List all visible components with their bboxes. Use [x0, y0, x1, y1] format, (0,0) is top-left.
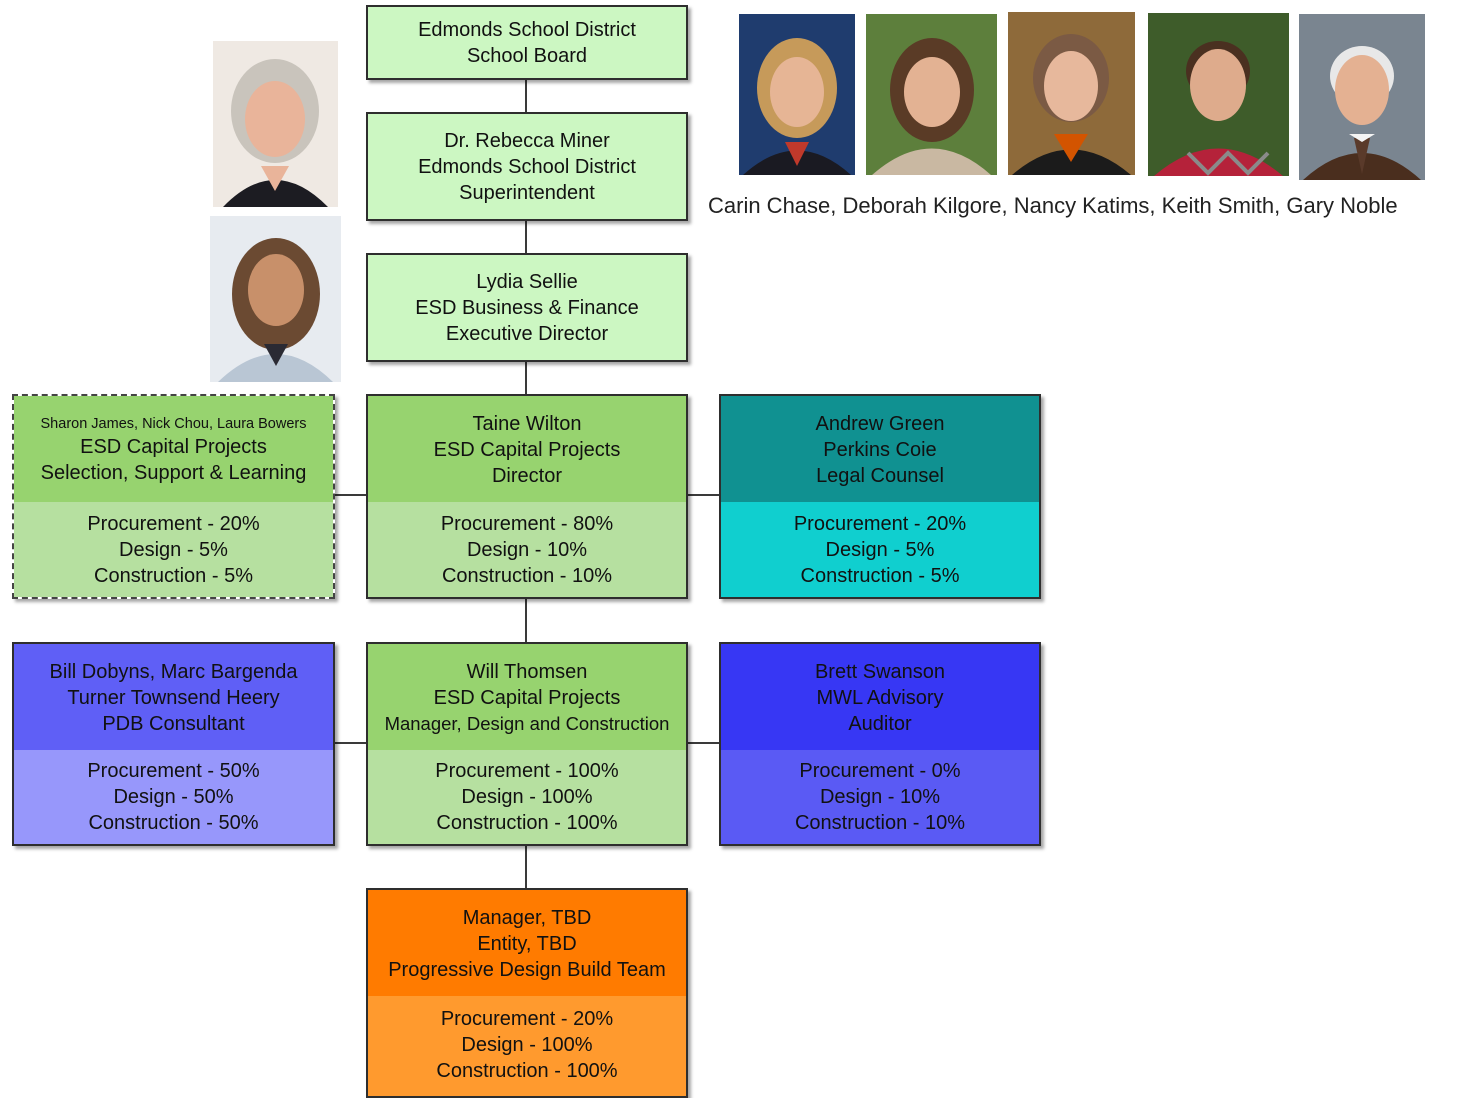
selection-team-box: Sharon James, Nick Chou, Laura Bowers ES… [12, 394, 335, 599]
auditor-allocation: Procurement - 0% Design - 10% Constructi… [721, 750, 1039, 844]
auditor-title: Auditor [848, 713, 912, 735]
director-procurement: Procurement - 80% [440, 512, 614, 535]
superintendent-photo [213, 41, 338, 207]
legal-counsel-allocation: Procurement - 20% Design - 5% Constructi… [721, 502, 1039, 597]
finance-director-org: ESD Business & Finance [415, 296, 639, 319]
manager-title: Manager, Design and Construction [384, 713, 670, 734]
manager-org: ESD Capital Projects [433, 687, 621, 709]
selection-team-header: Sharon James, Nick Chou, Laura Bowers ES… [14, 396, 333, 502]
legal-counsel-org: Perkins Coie [823, 439, 937, 461]
connector-director-manager [525, 597, 527, 643]
superintendent-box: Dr. Rebecca Miner Edmonds School Distric… [366, 112, 688, 221]
manager-design: Design - 100% [461, 786, 593, 808]
pdb-consultant-design: Design - 50% [113, 786, 234, 808]
legal-counsel-name: Andrew Green [815, 413, 945, 435]
pdb-team-construction: Construction - 100% [436, 1060, 618, 1082]
pdb-team-box: Manager, TBD Entity, TBD Progressive Des… [366, 888, 688, 1098]
pdb-consultant-names: Bill Dobyns, Marc Bargenda [49, 661, 298, 683]
auditor-procurement: Procurement - 0% [799, 760, 961, 782]
finance-director-box: Lydia Sellie ESD Business & Finance Exec… [366, 253, 688, 362]
selection-team-title: Selection, Support & Learning [40, 462, 307, 484]
manager-construction: Construction - 100% [436, 812, 618, 834]
pdb-consultant-construction: Construction - 50% [88, 812, 259, 834]
manager-box: Will Thomsen ESD Capital Projects Manage… [366, 642, 688, 846]
board-member-photo-2 [866, 14, 997, 175]
director-header: Taine Wilton ESD Capital Projects Direct… [368, 396, 686, 502]
pdb-team-header: Manager, TBD Entity, TBD Progressive Des… [368, 890, 686, 996]
board-member-photo-5 [1299, 14, 1425, 180]
manager-procurement: Procurement - 100% [435, 760, 619, 782]
auditor-design: Design - 10% [819, 786, 941, 808]
pdb-consultant-procurement: Procurement - 50% [87, 760, 260, 782]
manager-allocation: Procurement - 100% Design - 100% Constru… [368, 750, 686, 844]
connector-manager-pdb-team [525, 844, 527, 890]
board-member-photo-3 [1008, 12, 1135, 175]
director-title: Director [491, 465, 562, 487]
legal-counsel-title: Legal Counsel [816, 465, 944, 487]
legal-counsel-procurement: Procurement - 20% [793, 512, 967, 535]
legal-counsel-box: Andrew Green Perkins Coie Legal Counsel … [719, 394, 1041, 599]
auditor-construction: Construction - 10% [794, 812, 966, 834]
board-member-photo-1 [739, 14, 855, 175]
finance-director-name: Lydia Sellie [476, 270, 578, 293]
pdb-consultant-box: Bill Dobyns, Marc Bargenda Turner Townse… [12, 642, 335, 846]
director-org: ESD Capital Projects [433, 439, 621, 461]
auditor-header: Brett Swanson MWL Advisory Auditor [721, 644, 1039, 750]
pdb-team-allocation: Procurement - 20% Design - 100% Construc… [368, 996, 686, 1096]
connector-board-superintendent [525, 80, 527, 114]
manager-name: Will Thomsen [466, 661, 588, 683]
selection-team-procurement: Procurement - 20% [87, 512, 260, 535]
director-box: Taine Wilton ESD Capital Projects Direct… [366, 394, 688, 599]
pdb-consultant-org: Turner Townsend Heery [67, 687, 280, 709]
school-board-line2: School Board [466, 44, 588, 67]
legal-counsel-construction: Construction - 5% [800, 564, 960, 587]
auditor-box: Brett Swanson MWL Advisory Auditor Procu… [719, 642, 1041, 846]
connector-superintendent-finance [525, 220, 527, 255]
selection-team-names: Sharon James, Nick Chou, Laura Bowers [40, 416, 307, 432]
pdb-team-procurement: Procurement - 20% [440, 1008, 614, 1030]
superintendent-org: Edmonds School District [418, 155, 636, 178]
school-board-box: Edmonds School District School Board [366, 5, 688, 80]
connector-finance-director [525, 361, 527, 396]
director-name: Taine Wilton [472, 413, 582, 435]
board-member-photo-4 [1148, 13, 1289, 176]
school-board-line1: Edmonds School District [418, 18, 636, 41]
auditor-org: MWL Advisory [816, 687, 944, 709]
director-allocation: Procurement - 80% Design - 10% Construct… [368, 502, 686, 597]
superintendent-name: Dr. Rebecca Miner [444, 129, 610, 152]
legal-counsel-header: Andrew Green Perkins Coie Legal Counsel [721, 396, 1039, 502]
director-design: Design - 10% [466, 538, 588, 561]
selection-team-allocation: Procurement - 20% Design - 5% Constructi… [14, 502, 333, 597]
board-members-caption: Carin Chase, Deborah Kilgore, Nancy Kati… [708, 193, 1398, 218]
pdb-team-design: Design - 100% [461, 1034, 593, 1056]
selection-team-org: ESD Capital Projects [80, 436, 267, 458]
pdb-consultant-allocation: Procurement - 50% Design - 50% Construct… [14, 750, 333, 844]
manager-header: Will Thomsen ESD Capital Projects Manage… [368, 644, 686, 750]
director-construction: Construction - 10% [441, 564, 613, 587]
finance-director-title: Executive Director [445, 322, 609, 345]
pdb-consultant-title: PDB Consultant [102, 713, 245, 735]
finance-director-photo [210, 216, 341, 382]
pdb-team-manager: Manager, TBD [462, 907, 592, 929]
selection-team-construction: Construction - 5% [94, 564, 253, 587]
pdb-consultant-header: Bill Dobyns, Marc Bargenda Turner Townse… [14, 644, 333, 750]
auditor-name: Brett Swanson [814, 661, 946, 683]
selection-team-design: Design - 5% [119, 538, 228, 561]
pdb-team-title: Progressive Design Build Team [388, 959, 666, 981]
pdb-team-entity: Entity, TBD [477, 933, 577, 955]
superintendent-title: Superintendent [459, 181, 595, 204]
legal-counsel-design: Design - 5% [825, 538, 935, 561]
